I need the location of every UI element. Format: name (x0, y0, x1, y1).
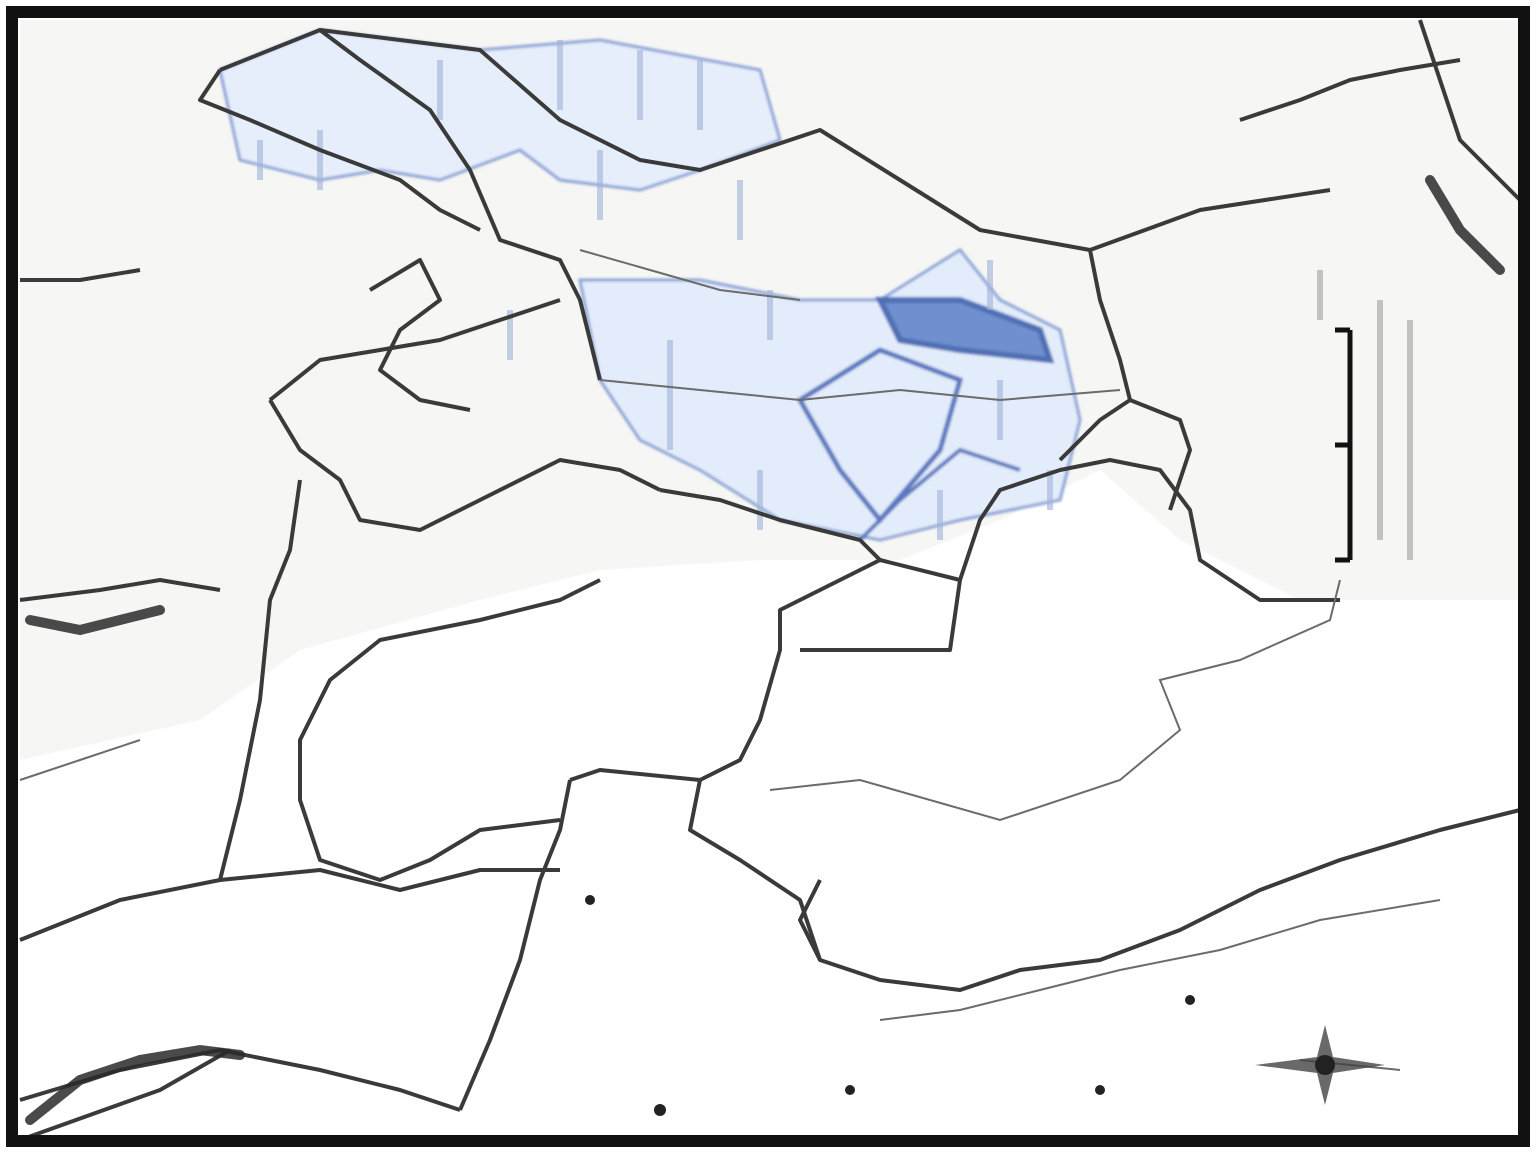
minor-lines (19, 249, 1441, 1071)
coastline-strokes (25, 175, 1505, 1125)
point-markers (585, 895, 1195, 1116)
map-frame-border (6, 6, 1530, 1147)
compass-star-icon (1255, 1025, 1385, 1105)
scale-bar-ticks (1317, 270, 1413, 560)
boundary-lines (19, 19, 1522, 1142)
core-road (858, 447, 1021, 542)
district-core-boundary (796, 347, 964, 524)
district-core[interactable] (875, 297, 1055, 364)
scale-bar (1335, 327, 1353, 563)
